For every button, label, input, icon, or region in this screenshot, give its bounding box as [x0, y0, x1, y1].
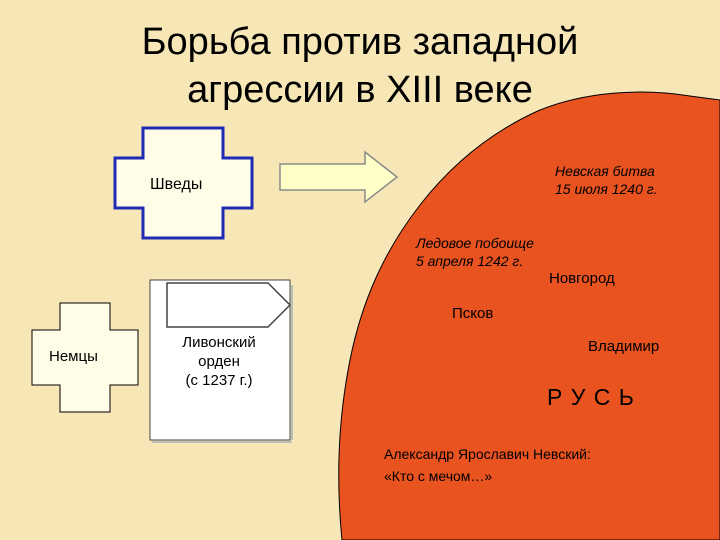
germans-label: Немцы: [49, 348, 98, 365]
ice-battle-name: Ледовое побоище: [416, 235, 534, 251]
neva-battle-label: Невская битва 15 июля 1240 г.: [555, 162, 658, 198]
germans-cross-shape: [31, 302, 139, 413]
neva-battle-name: Невская битва: [555, 163, 655, 179]
quote-text: «Кто с мечом…»: [384, 468, 493, 484]
livonian-order-label: Ливонский орден (с 1237 г.): [162, 333, 276, 390]
rus-territory: [338, 91, 720, 540]
city-vladimir: Владимир: [588, 338, 660, 355]
title-line-1: Борьба против западной: [141, 21, 579, 63]
order-line-2: орден: [198, 353, 240, 370]
nevsky-quote: Александр Ярославич Невский: «Кто с мечо…: [384, 443, 591, 487]
attack-arrow: [279, 150, 399, 204]
ice-battle-label: Ледовое побоище 5 апреля 1242 г.: [416, 234, 534, 270]
title-line-2: агрессии в XIII веке: [187, 69, 533, 111]
order-line-3: (с 1237 г.): [185, 372, 253, 389]
swedes-label: Шведы: [150, 176, 203, 193]
order-line-1: Ливонский: [182, 334, 256, 351]
rus-label: Р У С Ь: [547, 384, 635, 410]
swedes-cross-shape: [113, 126, 254, 240]
quote-author: Александр Ярославич Невский:: [384, 446, 591, 462]
ice-battle-date: 5 апреля 1242 г.: [416, 253, 524, 269]
order-banner-shape: [166, 282, 292, 328]
page-title: Борьба против западной агрессии в XIII в…: [0, 18, 720, 114]
city-novgorod: Новгород: [549, 270, 615, 287]
city-pskov: Псков: [452, 305, 494, 322]
neva-battle-date: 15 июля 1240 г.: [555, 181, 658, 197]
